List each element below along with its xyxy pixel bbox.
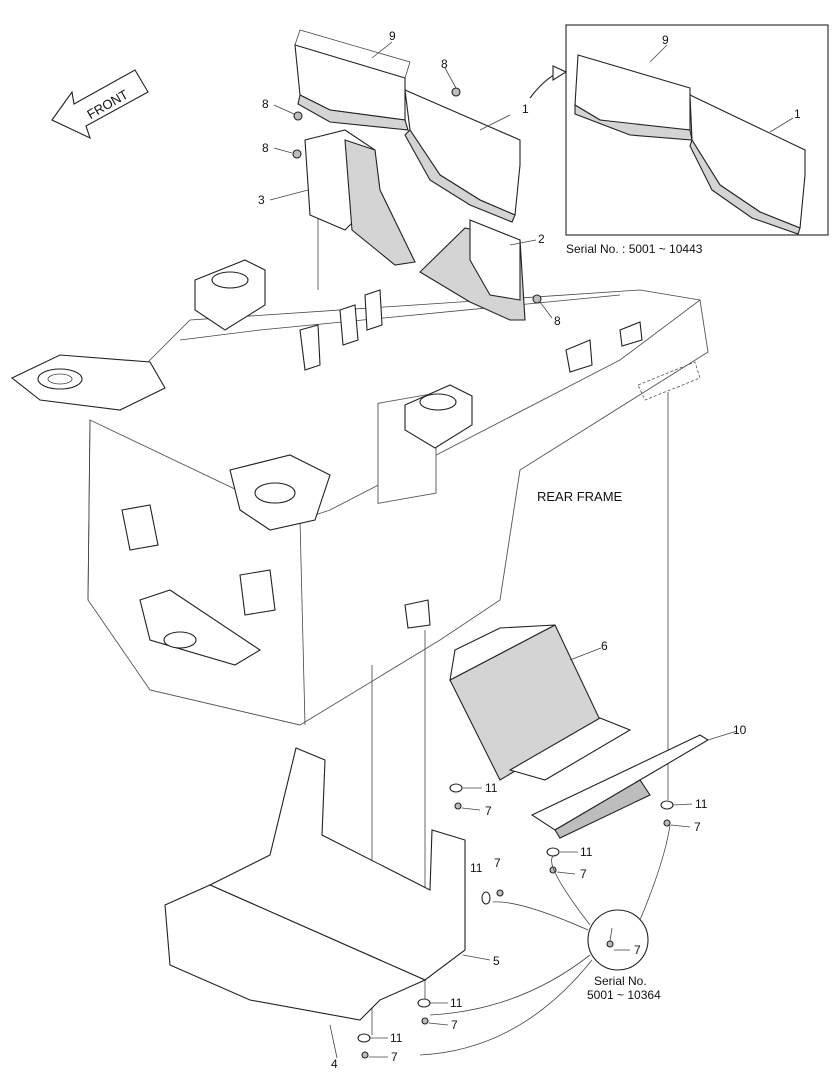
callout-7-e: 7 xyxy=(451,1018,458,1032)
callout-8-right: 8 xyxy=(554,314,561,328)
callout-8-left1: 8 xyxy=(262,97,269,111)
callout-4: 4 xyxy=(331,1057,338,1071)
serial-line2: 5001 ~ 10364 xyxy=(587,988,661,1002)
part-4-cover xyxy=(164,884,427,1021)
serial-line1: Serial No. xyxy=(594,974,647,988)
callout-6: 6 xyxy=(601,639,608,653)
callout-11-e: 11 xyxy=(450,996,463,1010)
callout-1-top: 1 xyxy=(522,102,529,116)
callout-7-c: 7 xyxy=(694,820,701,834)
part-1-panel xyxy=(404,89,521,223)
rear-frame-label: REAR FRAME xyxy=(537,489,623,504)
callout-10: 10 xyxy=(733,723,747,737)
callout-1-inset: 1 xyxy=(794,107,801,121)
callout-7-a: 7 xyxy=(485,804,492,818)
callout-11-f: 11 xyxy=(390,1031,403,1045)
callout-11-c: 11 xyxy=(695,797,708,811)
inset-serial-label: Serial No. : 5001 ~ 10443 xyxy=(566,242,703,256)
callout-7-d: 7 xyxy=(494,856,501,870)
part-3-bracket xyxy=(304,129,416,266)
callout-11-a: 11 xyxy=(485,781,498,795)
callout-11-d: 11 xyxy=(470,861,483,875)
part-6-cover xyxy=(449,624,632,781)
part-9-panel xyxy=(294,29,411,131)
callout-7-circle: 7 xyxy=(634,943,641,957)
part-5-cover xyxy=(208,747,466,981)
inset-box xyxy=(529,24,829,236)
callout-9-top: 9 xyxy=(389,29,396,43)
callout-8-left2: 8 xyxy=(262,141,269,155)
callout-11-b: 11 xyxy=(580,845,593,859)
callout-3: 3 xyxy=(258,193,265,207)
callout-7-f: 7 xyxy=(391,1050,398,1064)
part-2-bracket xyxy=(419,219,526,321)
callout-5: 5 xyxy=(493,954,500,968)
leader-lines xyxy=(269,41,794,1059)
callout-8-top: 8 xyxy=(441,57,448,71)
rear-frame xyxy=(10,215,709,1035)
serial-detail-circle xyxy=(419,824,671,1056)
callout-9-inset: 9 xyxy=(662,33,669,47)
front-arrow-icon xyxy=(51,69,149,140)
callout-7-b: 7 xyxy=(580,867,587,881)
callouts: 9 1 8 8 8 3 2 8 9 1 6 10 11 7 11 7 11 7 … xyxy=(258,29,801,1071)
callout-2: 2 xyxy=(538,232,545,246)
